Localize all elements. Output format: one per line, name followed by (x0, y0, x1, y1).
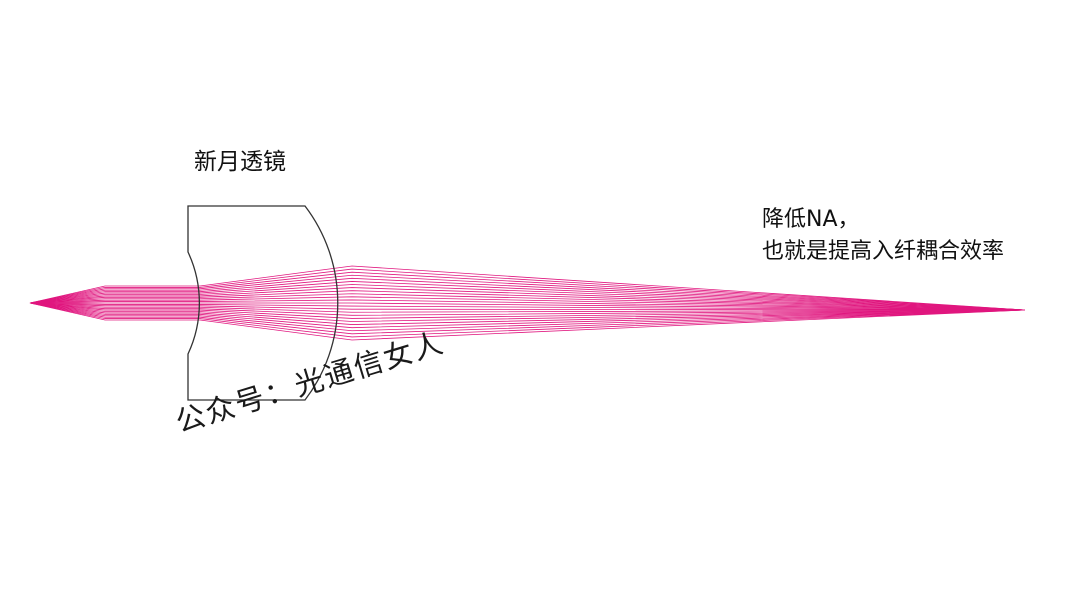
na-note-line-2: 也就是提高入纤耦合效率 (762, 239, 1005, 264)
ray-17 (29, 302, 1026, 316)
ray-19 (29, 302, 1026, 322)
ray-21 (29, 302, 1026, 329)
lens-label: 新月透镜 (194, 149, 286, 175)
ray-bundle (29, 265, 1026, 341)
ray-24 (29, 302, 1026, 338)
ray-15 (29, 302, 1026, 311)
ray-8 (29, 287, 1026, 311)
ray-23 (29, 302, 1026, 335)
ray-1 (29, 265, 1026, 311)
ray-16 (29, 302, 1026, 313)
meniscus-lens-outline (187, 205, 339, 401)
ray-18 (29, 302, 1026, 319)
ray-25 (29, 302, 1026, 341)
ray-6 (29, 281, 1026, 311)
ray-20 (29, 302, 1026, 325)
ray-3 (29, 271, 1026, 311)
ray-5 (29, 277, 1026, 311)
ray-22 (29, 302, 1026, 332)
ray-10 (29, 293, 1026, 311)
ray-7 (29, 284, 1026, 311)
ray-11 (29, 296, 1026, 311)
ray-9 (29, 290, 1026, 311)
na-note: 降低NA， 也就是提高入纤耦合效率 (762, 204, 1004, 268)
na-note-line-1: 降低NA， (762, 207, 860, 232)
ray-2 (29, 268, 1026, 311)
ray-4 (29, 274, 1026, 311)
